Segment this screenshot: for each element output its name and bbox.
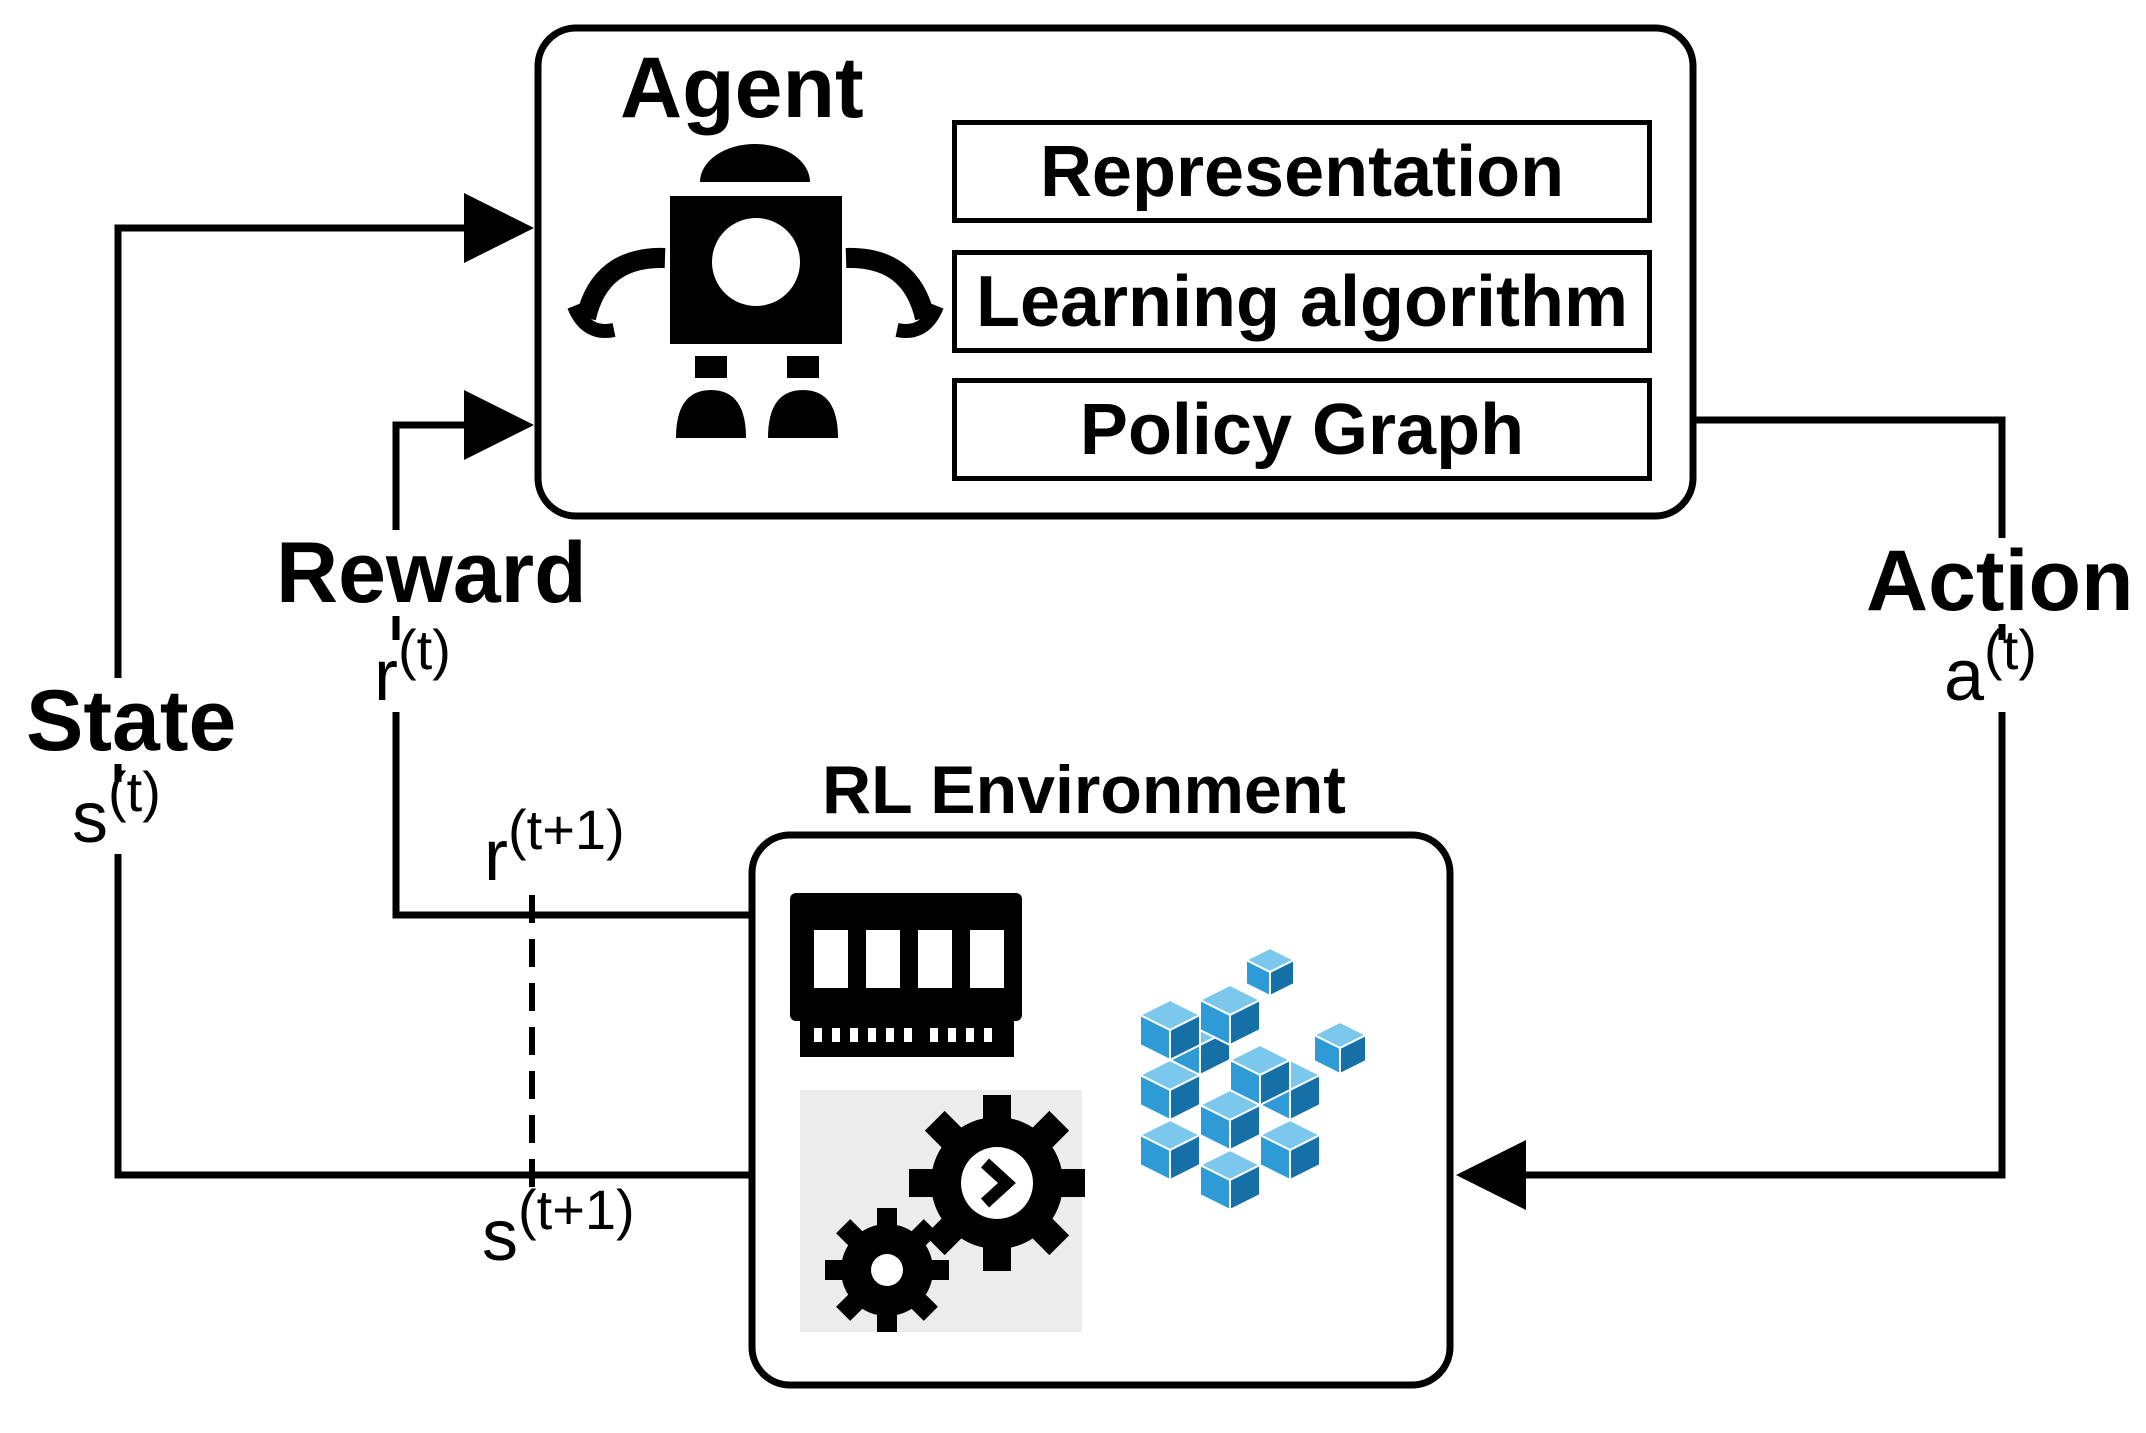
reward-label: Reward [272,530,591,616]
reward-symbol-base: r [374,636,398,716]
cube-face [1259,1058,1291,1107]
state-symbol-base: s [72,778,108,858]
agent-title: Agent [620,40,864,136]
cube-face [1229,998,1261,1047]
next-state-symbol: s(t+1) [482,1182,635,1272]
cube-face [1169,1133,1201,1182]
next-reward-symbol-superscript: (t+1) [507,798,625,862]
agent-component-learning-algorithm: Learning algorithm [952,250,1652,353]
cubes-icon [1137,946,1369,1212]
action-label: Action [1862,538,2138,624]
cube-face [1289,1073,1321,1122]
cube-face [1229,1163,1261,1212]
robot-icon [567,144,944,438]
cube-face [1289,1133,1321,1182]
action-symbol-superscript: (t) [1984,618,2037,682]
gears-icon [800,1090,1085,1332]
cube-face [1269,958,1295,998]
memory-chip-icon [790,893,1022,1057]
cube-face [1339,1033,1367,1076]
action-arrow [1456,416,2006,1210]
state-symbol-superscript: (t) [108,760,161,824]
action-symbol: a(t) [1940,622,2041,712]
reward-symbol: r(t) [370,622,455,712]
reward-symbol-superscript: (t) [397,618,451,682]
cube-face [1169,1013,1201,1062]
next-state-symbol-superscript: (t+1) [518,1178,635,1242]
cube-face [1229,1103,1261,1152]
next-reward-symbol: r(t+1) [484,802,625,892]
agent-component-policy-graph: Policy Graph [952,378,1652,481]
next-reward-symbol-base: r [484,816,508,896]
state-label: State [22,678,241,764]
state-symbol: s(t) [68,764,165,854]
agent-component-representation: Representation [952,120,1652,223]
action-symbol-base: a [1944,636,1985,716]
next-state-symbol-base: s [482,1196,518,1276]
cube-face [1169,1073,1201,1122]
environment-title: RL Environment [822,752,1346,828]
